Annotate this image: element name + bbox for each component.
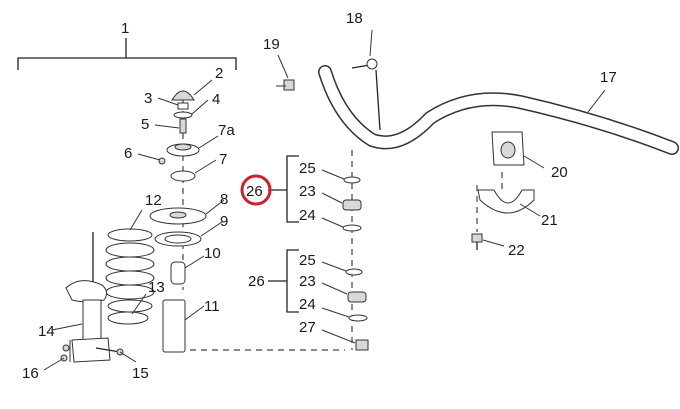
callout-6: 6 [124, 145, 132, 162]
bushing-23-upper [342, 199, 362, 211]
link-nut-27 [355, 339, 369, 351]
upper-stack [268, 155, 362, 232]
bracket-bolt [471, 233, 483, 243]
callout-14: 14 [38, 323, 55, 340]
callout-20: 20 [551, 164, 568, 181]
callout-17: 17 [600, 69, 617, 86]
strut-body [65, 232, 111, 363]
callout-7a: 7a [218, 122, 235, 139]
strut-bolts [95, 347, 137, 363]
highlight-circle [240, 174, 272, 206]
dust-boot [162, 299, 186, 353]
callout-27: 27 [299, 319, 316, 336]
strut-washer [173, 111, 193, 119]
mount-stud [158, 157, 166, 165]
callout-21: 21 [541, 212, 558, 229]
callout-18: 18 [346, 10, 363, 27]
callout-9: 9 [220, 213, 228, 230]
mount-base [170, 170, 196, 182]
callout-11: 11 [204, 298, 220, 315]
callout-3: 3 [144, 90, 152, 107]
washer-25-lower [345, 268, 363, 276]
callout-10: 10 [204, 245, 221, 262]
stabilizer-link [351, 29, 381, 131]
lower-stack [268, 249, 369, 351]
callout-25-lower: 25 [299, 252, 316, 269]
callout-5: 5 [141, 116, 149, 133]
callout-26-lower: 26 [248, 273, 265, 290]
washer-25-upper [343, 176, 361, 184]
callout-25-upper: 25 [299, 160, 316, 177]
callout-24-upper: 24 [299, 207, 316, 224]
lower-stack-bracket [286, 249, 299, 313]
callout-19: 19 [263, 36, 280, 53]
callout-23-upper: 23 [299, 183, 316, 200]
callout-13: 13 [148, 279, 165, 296]
callout-7: 7 [219, 151, 227, 168]
callout-16: 16 [22, 365, 39, 382]
bushing-23-lower [347, 291, 367, 303]
stabilizer-assembly [190, 29, 679, 351]
callout-labels: 1 2 3 4 5 6 7a 7 8 9 10 11 12 13 14 15 1… [22, 10, 617, 382]
callout-22: 22 [508, 242, 525, 259]
link-nut [283, 79, 295, 91]
bar-bracket [477, 189, 535, 214]
strut-nuts [43, 344, 70, 371]
lower-insulator [107, 311, 149, 325]
callout-4: 4 [212, 91, 220, 108]
dust-cap [171, 90, 195, 101]
callout-23-lower: 23 [299, 273, 316, 290]
bump-stop [170, 261, 186, 285]
callout-1: 1 [121, 20, 129, 37]
washer-24-lower [348, 314, 368, 322]
strut-bushing [179, 118, 187, 134]
strut-nut [177, 102, 189, 110]
coil-spring [105, 228, 155, 313]
strut-assembly [17, 38, 237, 371]
callout-8: 8 [220, 191, 228, 208]
upper-stack-bracket [286, 155, 299, 223]
callout-2: 2 [215, 65, 223, 82]
callout-24-lower: 24 [299, 296, 316, 313]
washer-24-upper [342, 224, 362, 232]
callout-15: 15 [132, 365, 149, 382]
callout-26-upper: 26 [246, 183, 263, 200]
callout-12: 12 [145, 192, 162, 209]
assembly-bracket [17, 57, 237, 70]
